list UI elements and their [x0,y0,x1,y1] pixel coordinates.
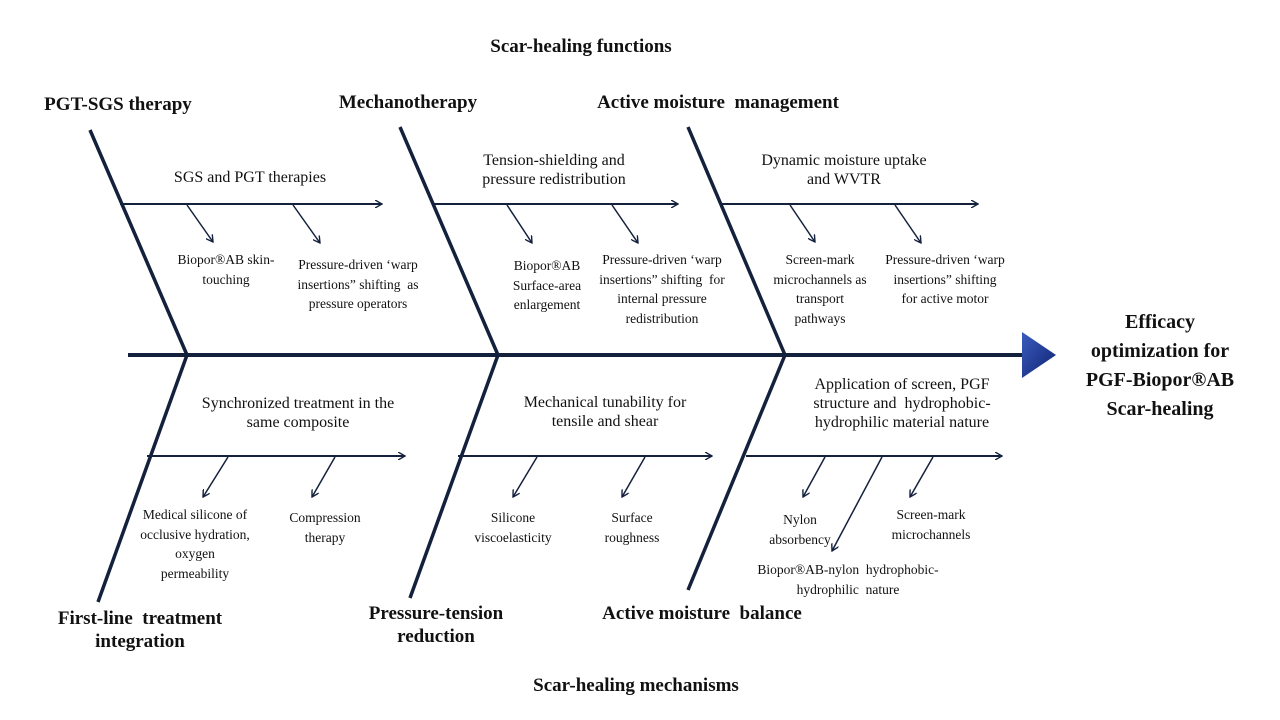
category-label: Mechanotherapy [338,92,478,113]
cause-label: Biopor®AB-nylon hydrophobic-hydrophilic … [757,562,939,597]
cause-label: Pressure-driven ‘warp insertions” shifti… [599,252,729,326]
cause-arrow [506,204,532,243]
cause-arrow [203,456,229,497]
cause-arrow [622,456,646,497]
cause-label: Surface roughness [604,510,660,545]
cause-label: Pressure-driven ‘warp insertions” shifti… [885,252,1009,307]
cause-label: Medical silicone of occlusive hydration,… [140,507,250,581]
cause-label: Nylon absorbency [769,512,831,547]
bone-bottom-2 [408,354,500,599]
effect-line: PGF-Biopor®AB [1085,369,1235,391]
cause-label: Silicone viscoelasticity [474,510,552,545]
title-mechanisms: Scar-healing mechanisms [533,675,739,696]
effect-line: optimization for [1090,340,1230,362]
bone-top-1 [88,129,189,356]
bone-bottom-3 [686,354,787,591]
cause-arrow [312,456,336,497]
cause-arrow [910,456,934,497]
category-label: PGT-SGS therapy [44,94,192,115]
effect-arrowhead [1022,332,1056,378]
bone-top-2 [398,126,500,356]
cause-label: Pressure-driven ‘warp insertions” shifti… [297,257,422,312]
cause-label: Biopor®AB Surface-area enlargement [512,258,582,313]
category-label: Active moisture balance [602,603,802,624]
cause-arrow [789,204,815,242]
branch-label: Synchronized treatment in the same compo… [201,395,395,432]
effect-line: Efficacy [1125,311,1195,333]
cause-arrow [292,204,320,243]
effect-label: Efficacy optimization for PGF-Biopor®AB … [1086,308,1234,424]
cause-arrow [894,204,921,243]
cause-arrow [832,456,883,551]
cause-label: Compression therapy [289,510,361,545]
title-functions: Scar-healing functions [490,36,672,57]
branch-label: Application of screen, PGF structure and… [813,376,994,432]
cause-label: Biopor®AB skin-touching [177,252,275,287]
effect-line: Scar-healing [1106,398,1214,420]
cause-label: Screen-mark microchannels as transport p… [773,252,867,326]
cause-arrow [513,456,538,497]
cause-arrow [186,204,213,242]
branch-label: SGS and PGT therapies [173,169,327,186]
branch-label: Mechanical tunability for tensile and sh… [523,394,687,431]
category-label: First-line treatment integration [57,608,227,652]
bone-top-3 [686,126,787,356]
category-label: Active moisture management [597,92,839,113]
cause-arrow [803,456,826,497]
cause-label: Screen-mark microchannels [891,507,971,542]
cause-arrow [611,204,638,243]
branch-label: Tension-shielding and pressure redistrib… [482,152,626,189]
bone-bottom-1 [96,354,189,603]
category-label: Pressure-tension reduction [368,603,504,647]
branch-label: Dynamic moisture uptake and WVTR [761,152,927,189]
